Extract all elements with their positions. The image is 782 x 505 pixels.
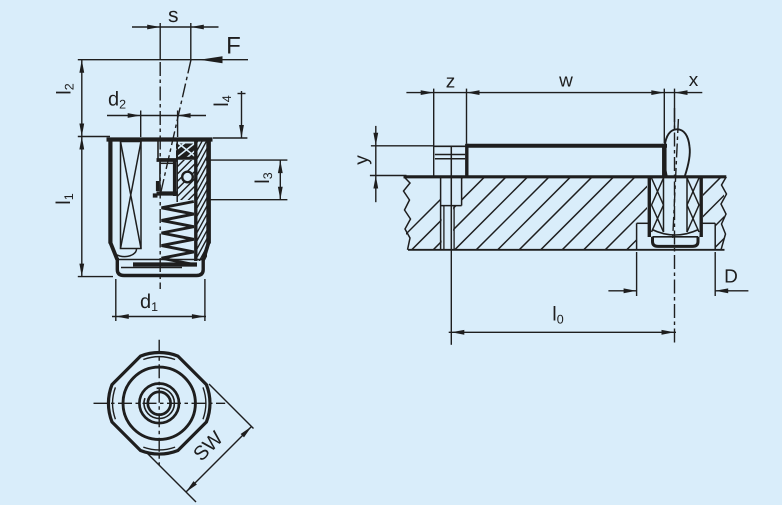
svg-text:w: w [558,71,573,92]
svg-text:l2: l2 [53,83,77,94]
svg-text:l0: l0 [552,303,563,327]
svg-text:x: x [689,70,699,91]
svg-text:D: D [724,267,738,288]
svg-text:l3: l3 [252,172,276,183]
svg-text:F: F [226,32,241,59]
svg-text:l4: l4 [211,95,235,106]
svg-text:l1: l1 [53,193,77,204]
svg-text:z: z [446,72,456,93]
svg-text:s: s [168,4,179,27]
svg-text:y: y [352,155,373,165]
